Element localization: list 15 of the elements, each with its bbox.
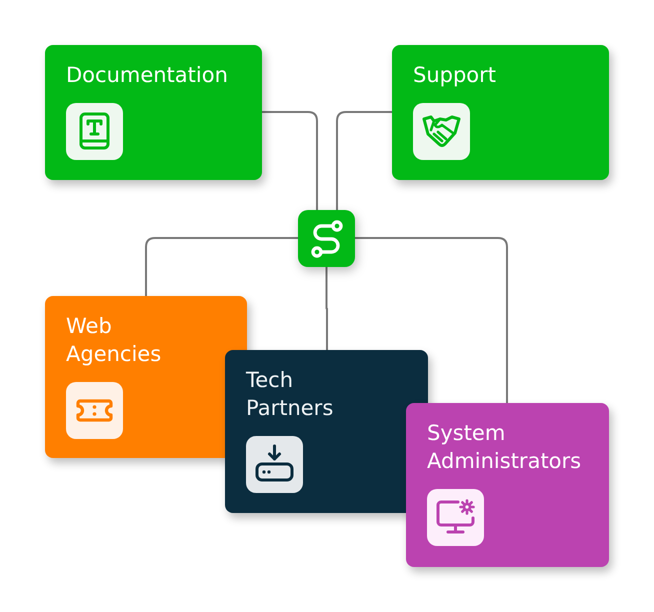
category-card: [406, 403, 609, 567]
connector-line: [336, 111, 392, 210]
card-title: Web Agencies: [66, 313, 162, 368]
card-title: Documentation: [66, 62, 228, 89]
category-card: [45, 296, 247, 458]
category-card: [45, 45, 262, 180]
category-card: [225, 350, 428, 513]
category-card: [392, 45, 609, 180]
card-title: Tech Partners: [246, 367, 334, 422]
connector-line: [145, 237, 298, 296]
card-title: Support: [413, 62, 496, 89]
connector-line: [262, 111, 318, 210]
card-title: System Administrators: [427, 420, 582, 475]
connector-line: [326, 267, 328, 350]
connector-line: [355, 237, 508, 403]
